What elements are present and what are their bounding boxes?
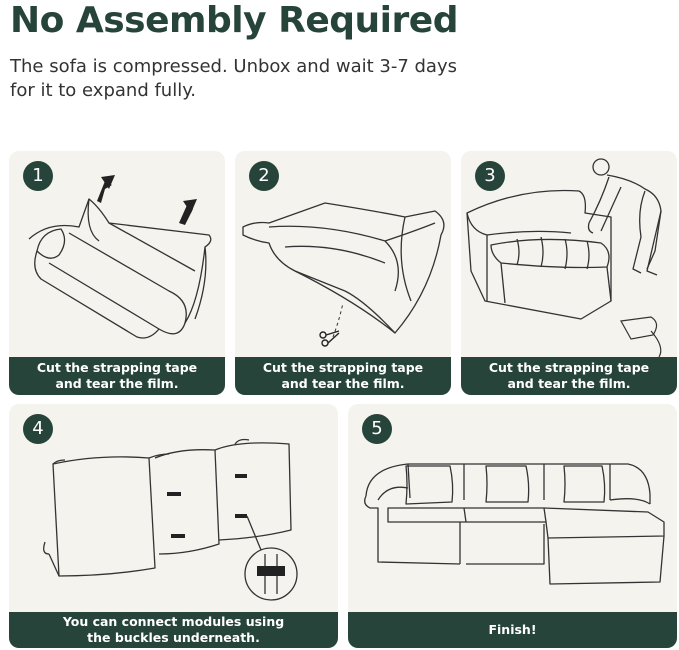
step-number-badge: 3 xyxy=(475,161,505,191)
step-card-3: 3 Cut the strapping tape and tear the fi… xyxy=(461,151,677,395)
step-number-badge: 5 xyxy=(362,414,392,444)
step-caption-line: Cut the strapping tape xyxy=(262,360,424,375)
step-caption-line: You can connect modules using xyxy=(62,614,285,629)
step-number-badge: 4 xyxy=(23,414,53,444)
step-card-5: 5 Finish! xyxy=(348,404,677,648)
step-caption-line: and tear the film. xyxy=(281,376,405,391)
step-caption: Cut the strapping tape and tear the film… xyxy=(461,357,677,395)
film-tearing-illustration xyxy=(242,202,445,347)
unrolled-package-illustration xyxy=(28,175,212,339)
step-caption-line: and tear the film. xyxy=(507,376,631,391)
step-caption-line: Cut the strapping tape xyxy=(36,360,198,375)
page-subtitle: The sofa is compressed. Unbox and wait 3… xyxy=(10,56,457,101)
person-shaping-sofa-illustration xyxy=(466,158,662,358)
page-title: No Assembly Required xyxy=(10,0,458,41)
step-card-4: 4 You can connect modules using the buck… xyxy=(9,404,338,648)
step-card-1: 1 Cut the strapping tape and tear the fi… xyxy=(9,151,225,395)
step-number-badge: 2 xyxy=(249,161,279,191)
step-caption-line: Cut the strapping tape xyxy=(488,360,650,375)
step-caption: Cut the strapping tape and tear the film… xyxy=(235,357,451,395)
step-caption-line: and tear the film. xyxy=(55,376,179,391)
step-caption-line: the buckles underneath. xyxy=(87,630,260,645)
step-caption: Cut the strapping tape and tear the film… xyxy=(9,357,225,395)
step-caption: You can connect modules using the buckle… xyxy=(9,612,338,648)
connecting-modules-illustration xyxy=(43,438,298,601)
step-caption: Finish! xyxy=(348,612,677,648)
step-card-2: 2 Cut the strapping tape and tear the fi… xyxy=(235,151,451,395)
step-caption-line: Finish! xyxy=(488,622,537,637)
step-number-badge: 1 xyxy=(23,161,53,191)
finished-sectional-sofa-illustration xyxy=(364,463,665,585)
